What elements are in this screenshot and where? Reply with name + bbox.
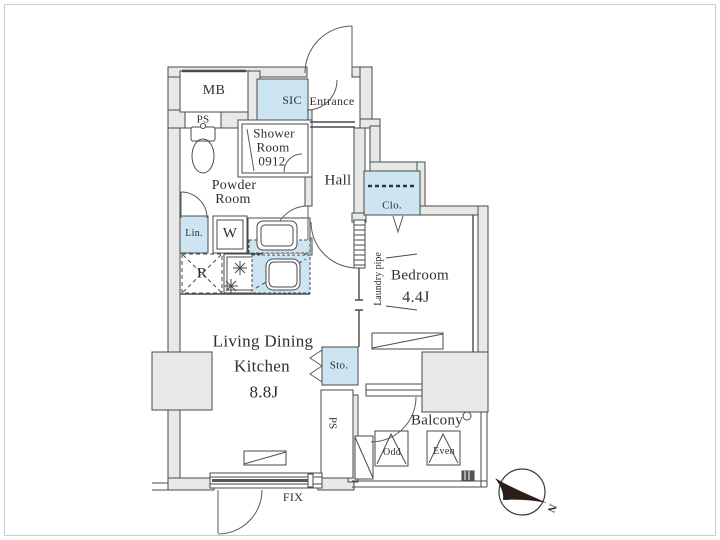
partition-diagonal xyxy=(354,436,374,479)
label-odd: Odd xyxy=(382,447,402,458)
label-balcony: Balcony xyxy=(410,412,464,429)
left-edge-stub xyxy=(152,482,168,491)
label-sic: SIC xyxy=(282,93,302,107)
label-storage: Sto. xyxy=(329,359,349,372)
balcony-railing xyxy=(152,412,488,491)
linen-door xyxy=(180,191,208,219)
storage-box xyxy=(321,346,359,386)
label-shower-3: 0912 xyxy=(258,153,286,169)
toilet-knob xyxy=(200,123,206,129)
fixtures xyxy=(190,123,475,481)
label-laundry-pipe: Laundry pipe xyxy=(373,252,384,306)
entrance-step xyxy=(310,121,355,128)
kitchen-sink-inner xyxy=(268,261,298,288)
label-ldk-1: Living Dining xyxy=(212,331,314,351)
label-mb: MB xyxy=(202,83,226,98)
label-shower-1: Shower xyxy=(253,125,295,141)
storage-folding-door xyxy=(309,349,323,383)
label-ps-bottom: PS xyxy=(326,416,339,430)
balcony-light-symbol xyxy=(462,411,472,421)
balcony-drain xyxy=(461,470,475,481)
label-even: Even xyxy=(433,446,455,457)
bedroom-leader-lines xyxy=(385,253,418,311)
label-shower-2: Room xyxy=(256,139,290,155)
label-bedroom: Bedroom xyxy=(391,267,449,284)
toilet-bowl xyxy=(191,138,215,174)
odd-hatch-mark xyxy=(376,432,407,465)
label-ps-top: PS xyxy=(196,113,210,126)
meter-box xyxy=(179,70,249,113)
label-powder-1: Powder xyxy=(211,178,257,193)
fridge-cross xyxy=(182,254,222,293)
interior-walls xyxy=(180,121,474,352)
label-ldk-2: Kitchen xyxy=(234,356,290,376)
label-washer: W xyxy=(222,225,238,242)
linen-box xyxy=(179,215,209,254)
ldk-outward-door xyxy=(217,489,263,535)
ldk-door xyxy=(310,221,358,269)
partition-gap-ticks xyxy=(355,299,363,311)
windows xyxy=(182,69,423,489)
door-swings xyxy=(180,25,417,535)
label-powder-2: Room xyxy=(215,192,251,207)
label-fix: FIX xyxy=(282,490,304,504)
sliding-door-pocket xyxy=(353,219,366,269)
closet-folding-door xyxy=(392,215,404,234)
shoe-closet-box xyxy=(256,78,309,121)
label-ldk-size: 8.8J xyxy=(249,382,279,402)
label-fridge: R xyxy=(196,265,208,282)
entrance-door xyxy=(304,25,353,74)
label-closet: Clo. xyxy=(382,199,402,212)
label-bedroom-size: 4.4J xyxy=(402,289,430,306)
shower-room-inner xyxy=(241,123,309,174)
balcony-even-box xyxy=(426,430,461,466)
label-hall: Hall xyxy=(324,172,352,189)
washer-pan-inner xyxy=(216,219,244,250)
closet-box xyxy=(363,170,421,216)
balcony-door xyxy=(370,396,417,443)
vanity-bowl-inner xyxy=(260,224,294,247)
even-hatch-mark xyxy=(428,432,459,464)
storage-fills xyxy=(179,78,421,386)
label-entrance: Entrance xyxy=(309,94,355,108)
dashed-details xyxy=(181,253,307,294)
fix-window-mullion xyxy=(307,473,314,488)
ldk-counter-diagonal xyxy=(243,451,287,465)
stove-burners xyxy=(224,261,247,293)
pipe-space-bottom-box xyxy=(320,389,354,479)
label-linen: Lin. xyxy=(185,228,203,239)
compass-needle xyxy=(495,478,547,503)
shoe-closet-door xyxy=(306,79,338,111)
fix-window-sash xyxy=(212,479,309,482)
compass xyxy=(495,468,547,516)
bedroom-counter-diagonal xyxy=(371,333,444,349)
shower-door xyxy=(246,128,303,173)
